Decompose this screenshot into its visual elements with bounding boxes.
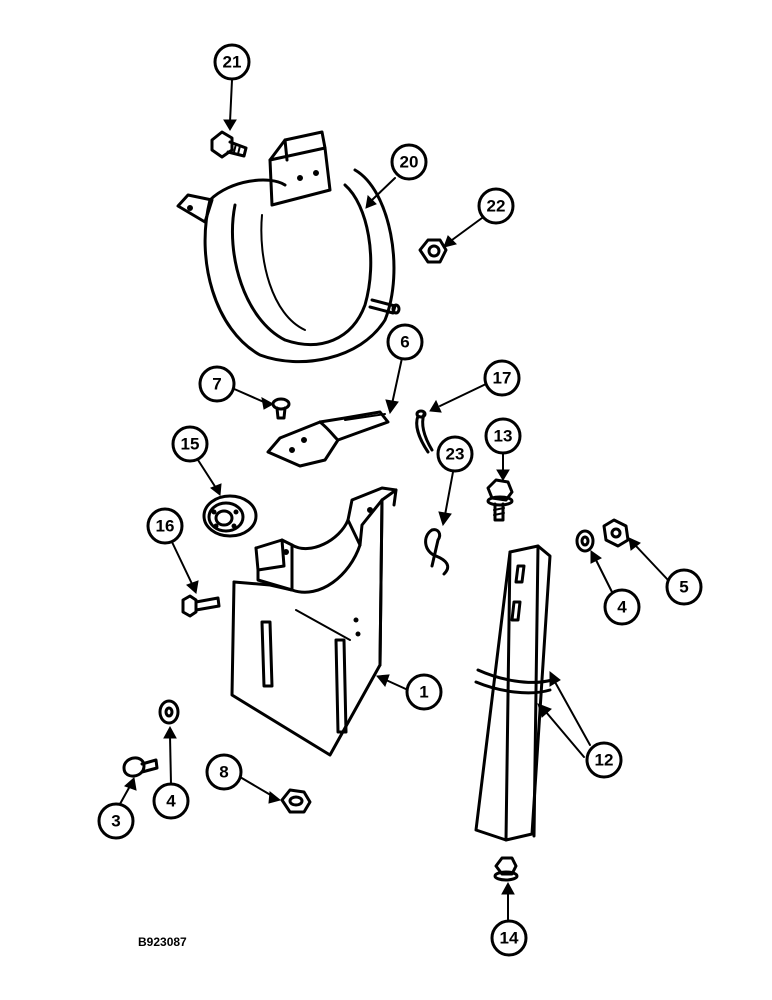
part-15-bearing <box>202 494 258 538</box>
callout-8: 8 <box>205 753 243 791</box>
part-22-nut <box>418 238 448 264</box>
callout-15: 15 <box>171 425 209 463</box>
callout-20: 20 <box>390 143 428 181</box>
callout-6: 6 <box>386 323 424 361</box>
svg-text:3: 3 <box>111 812 120 831</box>
svg-text:8: 8 <box>219 763 228 782</box>
part-14-flange-nut <box>493 856 519 882</box>
callout-3: 3 <box>97 802 135 840</box>
svg-text:17: 17 <box>493 369 512 388</box>
part-5-nut <box>602 518 630 548</box>
part-4-washer-lower <box>158 699 180 725</box>
part-4-washer-upper <box>575 529 595 553</box>
svg-text:4: 4 <box>166 792 176 811</box>
svg-text:21: 21 <box>223 53 242 72</box>
svg-text:4: 4 <box>617 598 627 617</box>
svg-text:6: 6 <box>400 333 409 352</box>
part-7-screw <box>271 397 291 420</box>
svg-text:1: 1 <box>419 683 428 702</box>
part-16-bolt <box>181 594 221 618</box>
callout-4-upper: 4 <box>603 588 641 626</box>
part-8-nut <box>280 788 312 814</box>
svg-text:7: 7 <box>212 375 221 394</box>
part-20-band-clamp <box>176 130 401 364</box>
callout-21: 21 <box>213 43 251 81</box>
part-6-bracket-plate <box>266 410 390 468</box>
svg-text:16: 16 <box>156 517 175 536</box>
callout-23: 23 <box>436 435 474 473</box>
svg-text:20: 20 <box>400 153 419 172</box>
callout-22: 22 <box>477 187 515 225</box>
callout-12: 12 <box>585 741 623 779</box>
callout-7: 7 <box>198 365 236 403</box>
callout-5: 5 <box>665 568 703 606</box>
callout-14: 14 <box>490 919 528 957</box>
svg-text:13: 13 <box>494 427 513 446</box>
part-23-hairpin-clip <box>424 528 450 576</box>
leader-lines <box>119 79 669 921</box>
callout-17: 17 <box>483 359 521 397</box>
part-21-bolt <box>210 130 248 159</box>
callout-16: 16 <box>146 507 184 545</box>
part-1-main-bracket <box>230 486 398 757</box>
svg-text:14: 14 <box>500 929 519 948</box>
callout-13: 13 <box>484 417 522 455</box>
part-3-bolt <box>122 756 159 778</box>
callout-4-lower: 4 <box>152 782 190 820</box>
svg-text:23: 23 <box>446 445 465 464</box>
part-13-flange-bolt <box>486 478 514 522</box>
part-12-channel-post <box>474 544 554 842</box>
callout-1: 1 <box>405 673 443 711</box>
svg-text:12: 12 <box>595 751 614 770</box>
svg-text:22: 22 <box>487 197 506 216</box>
part-17-cotter-pin <box>415 409 434 454</box>
reference-code: B923087 <box>138 935 187 949</box>
svg-text:15: 15 <box>181 435 200 454</box>
svg-text:5: 5 <box>679 578 688 597</box>
